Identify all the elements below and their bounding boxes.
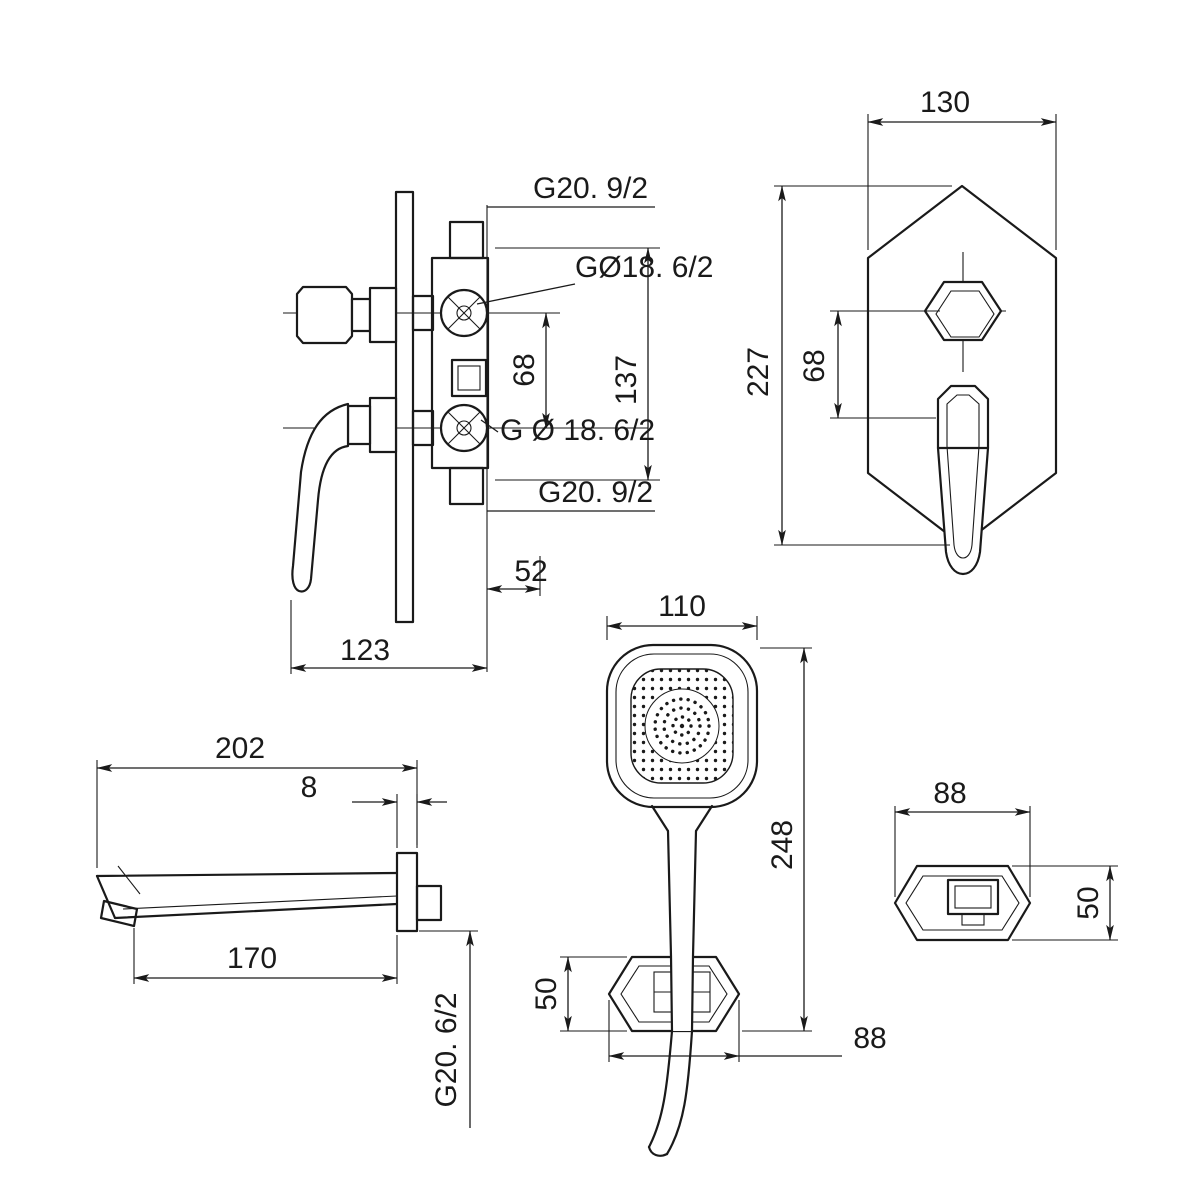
dim-mixer-width: 123 xyxy=(340,634,390,667)
hatch-line xyxy=(447,411,481,445)
upper-handle-base xyxy=(368,286,398,344)
spout-top-edge xyxy=(95,871,399,878)
dim-port-spacing: 137 xyxy=(610,355,643,405)
leader-upper-valve xyxy=(476,283,576,305)
spray-dot-ring-inner xyxy=(671,715,693,737)
lever-blade xyxy=(291,402,350,593)
dim-plate-handle-spacing: 68 xyxy=(798,349,831,382)
lower-cartridge-center xyxy=(456,420,472,436)
top-port xyxy=(448,220,485,260)
aerator xyxy=(99,899,139,928)
outlet-port-inner xyxy=(457,365,481,391)
dim-spout-length: 170 xyxy=(227,942,277,975)
mixer-side-view xyxy=(283,190,648,624)
spout-bottom-edge xyxy=(113,902,399,920)
handle-right-edge xyxy=(690,829,698,1033)
shower-dimensions: 110 248 50 88 xyxy=(530,590,887,1062)
dim-spout-flange: 8 xyxy=(301,771,318,804)
upper-handle-neck xyxy=(350,297,372,333)
handle-left-edge xyxy=(666,829,674,1033)
shower-head-outer xyxy=(605,643,759,809)
diverter-knob-bevel xyxy=(935,290,995,338)
dim-shower-head-width: 110 xyxy=(658,590,706,623)
outlet-port xyxy=(450,358,488,398)
note-valve-thread-top: GØ18. 6/2 xyxy=(575,251,713,284)
lever-handle-front xyxy=(936,384,990,576)
dim-mixer-depth: 52 xyxy=(514,555,547,588)
mixer-dimensions: G20. 9/2 GØ18. 6/2 68 137 G Ø 18. 6/2 G2… xyxy=(290,172,713,674)
spray-center-dot xyxy=(679,723,685,729)
neck-taper-left xyxy=(650,804,670,833)
dim-holder-height: 50 xyxy=(530,977,563,1010)
lower-stem xyxy=(411,409,435,447)
wall-flange xyxy=(395,851,419,933)
dim-shower-length: 248 xyxy=(766,820,799,870)
spray-dot-ring-outer xyxy=(653,697,711,755)
upper-handle-knob xyxy=(295,285,354,345)
spout-side-view xyxy=(95,851,443,933)
elbow-outlet-tab xyxy=(961,913,985,926)
dim-mixer-thread-top: G20. 9/2 xyxy=(533,172,648,205)
elbow-outlet-inner xyxy=(954,885,992,909)
spout-tip-face xyxy=(95,874,117,920)
hatch-line xyxy=(447,296,481,330)
spout-inner-line xyxy=(122,895,398,910)
tip-tick-mark xyxy=(117,865,141,895)
lever-neck xyxy=(346,404,372,446)
trim-plate-edge xyxy=(394,190,415,624)
upper-stem xyxy=(411,294,435,332)
leader-lower-valve xyxy=(480,419,499,433)
lever-handle-inner xyxy=(946,394,980,559)
lever-base xyxy=(368,396,398,454)
elbow-dimensions: 88 50 xyxy=(894,777,1118,941)
holder-bracket xyxy=(607,955,741,1033)
bottom-port xyxy=(448,466,485,506)
dim-plate-width: 130 xyxy=(920,86,970,119)
wall-elbow-view xyxy=(893,864,1032,942)
note-valve-thread-bottom: G Ø 18. 6/2 xyxy=(500,414,655,447)
upper-cartridge-center xyxy=(456,305,472,321)
shower-head-inner xyxy=(615,653,749,799)
spout-dimensions: 202 8 170 G20. 6/2 xyxy=(96,732,478,1128)
hose-end-cap xyxy=(647,1145,669,1157)
elbow-body-inner xyxy=(905,875,1020,931)
dim-spout-projection: 202 xyxy=(215,732,265,765)
dim-mixer-thread-bottom: G20. 9/2 xyxy=(538,476,653,509)
hand-shower-view xyxy=(605,643,759,1157)
spray-center-ring xyxy=(644,688,720,764)
dim-valve-spacing: 68 xyxy=(508,353,541,386)
spray-dot-ring-middle xyxy=(662,706,702,746)
dim-spout-thread: G20. 6/2 xyxy=(430,992,463,1107)
plate-dimensions: 130 227 68 xyxy=(742,86,1057,546)
hose-left xyxy=(647,1029,674,1149)
trim-plate-front-view xyxy=(866,184,1058,576)
neck-taper-right xyxy=(694,804,714,833)
elbow-body xyxy=(893,864,1032,942)
dim-holder-width: 88 xyxy=(853,1022,886,1055)
hose-right xyxy=(665,1029,694,1156)
dim-elbow-width: 88 xyxy=(933,777,966,810)
handle-fill xyxy=(668,831,696,1031)
inlet-stub xyxy=(415,884,443,922)
dim-plate-height: 227 xyxy=(742,347,775,397)
holder-bracket-inner xyxy=(620,965,728,1023)
dim-elbow-height: 50 xyxy=(1072,886,1105,919)
